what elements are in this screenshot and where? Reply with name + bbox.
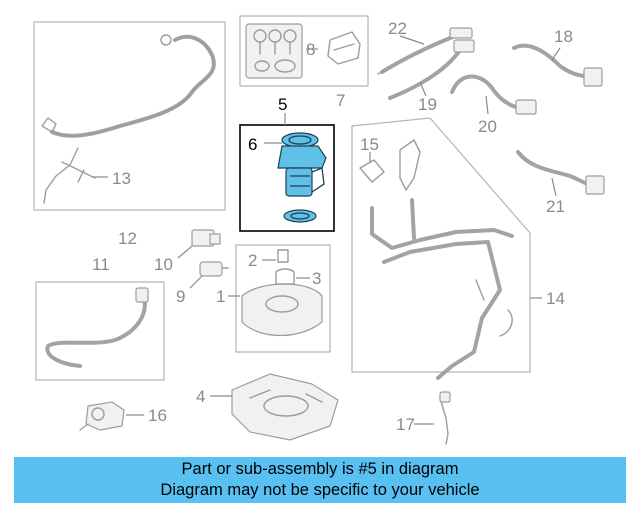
callout-10: 10 [154, 255, 173, 274]
leader-19 [419, 81, 427, 97]
callout-3: 3 [312, 269, 321, 288]
callout-21: 21 [546, 197, 565, 216]
bolts-clips-kit-part [245, 23, 361, 79]
callout-8: 8 [306, 40, 315, 59]
callout-18: 18 [554, 27, 573, 46]
tank-cap-assembly-part [241, 249, 323, 337]
sensor-10-part [191, 229, 221, 247]
fuel-tank-shield-part [231, 373, 339, 441]
leader-22 [399, 35, 425, 45]
sensor-17-part [439, 391, 451, 445]
leader-10 [177, 245, 193, 259]
fuel-line-harness-part [41, 34, 216, 204]
callout-13: 13 [112, 169, 131, 188]
callout-9: 9 [176, 287, 185, 306]
callout-16: 16 [148, 406, 167, 425]
o2-sensor-21-part [516, 150, 605, 195]
fuel-pump-module-part [277, 132, 327, 223]
callout-1: 1 [216, 287, 225, 306]
callout-17: 17 [396, 415, 415, 434]
callout-2: 2 [248, 251, 257, 270]
callout-7: 7 [336, 91, 345, 110]
group-frame-1 [235, 244, 331, 353]
callout-14: 14 [546, 289, 565, 308]
leader-21 [551, 177, 557, 197]
sensor-9-part [199, 261, 229, 277]
o2-sensor-19-part [388, 39, 475, 100]
group-frame-7 [239, 15, 369, 87]
leader-20 [485, 95, 489, 115]
callout-15: 15 [360, 135, 379, 154]
callout-4: 4 [196, 387, 205, 406]
callout-5: 5 [278, 95, 287, 114]
group-frame-12 [33, 21, 226, 211]
callout-11: 11 [92, 255, 110, 274]
callout-6: 6 [248, 135, 257, 154]
o2-sensor-20-part [450, 74, 537, 115]
leader-9 [189, 275, 203, 289]
o2-sensor-22-part [377, 27, 473, 75]
sensor-cable-part [45, 287, 149, 368]
callout-19: 19 [418, 95, 437, 114]
group-frame-14 [351, 117, 531, 373]
group-frame-5 [239, 124, 335, 232]
o2-sensor-18-part [512, 43, 603, 87]
callout-22: 22 [388, 19, 407, 38]
callout-20: 20 [478, 117, 497, 136]
callout-12: 12 [118, 229, 137, 248]
banner-line-disclaimer: Diagram may not be specific to your vehi… [160, 481, 480, 499]
group-frame-11 [35, 281, 165, 381]
leader-18 [551, 47, 561, 61]
info-banner: Part or sub-assembly is #5 in diagram Di… [14, 457, 626, 503]
hoses-bracket-part [359, 139, 514, 380]
valve-16-part [79, 401, 125, 431]
banner-line-part-number: Part or sub-assembly is #5 in diagram [181, 460, 459, 478]
